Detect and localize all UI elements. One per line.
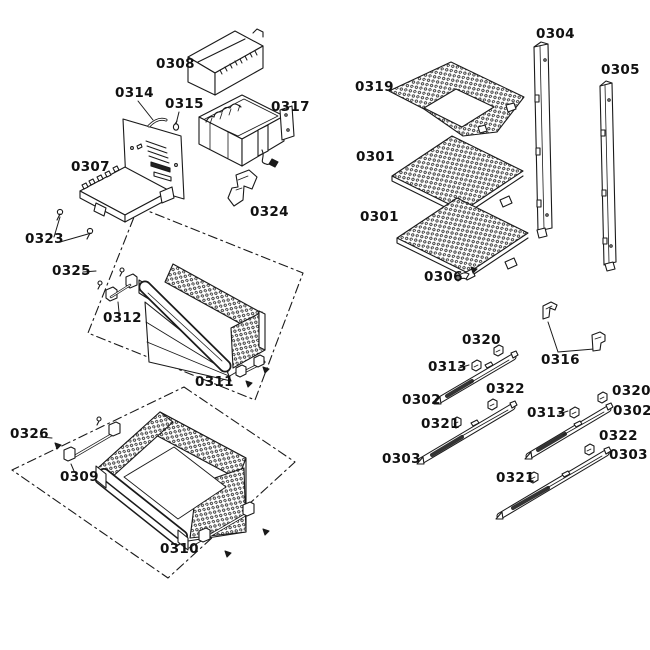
part-ice-maker-0317: [198, 94, 295, 168]
part-rail-0305: [599, 80, 617, 272]
part-label-0319: 0319: [355, 79, 394, 95]
part-label-0316: 0316: [541, 352, 580, 368]
part-pin-0315: [172, 120, 180, 131]
part-slide-clips: [451, 344, 608, 484]
part-tube-0314: [147, 117, 168, 128]
part-label-0326: 0326: [10, 426, 49, 442]
part-label-0321-right: 0321: [496, 470, 535, 486]
part-clips-0312: [97, 267, 138, 302]
part-basket-bottom-0310: [95, 411, 247, 551]
part-shelf-0301-lower: [396, 197, 529, 281]
part-label-0304: 0304: [536, 26, 575, 42]
part-label-0313-right: 0313: [527, 405, 566, 421]
part-label-0312: 0312: [103, 310, 142, 326]
part-label-0301-upper: 0301: [356, 149, 395, 165]
part-label-0303-right: 0303: [609, 447, 648, 463]
part-rail-0310: [198, 501, 270, 558]
part-label-0305: 0305: [601, 62, 640, 78]
part-rail-0309: [54, 416, 121, 462]
part-label-0303-left: 0303: [382, 451, 421, 467]
assembly-boundary-0325: [87, 206, 304, 401]
part-label-0302-right: 0302: [613, 403, 650, 419]
part-slide-rail-0303-left: [416, 400, 518, 465]
part-label-0323: 0323: [25, 231, 64, 247]
part-clips-0316: [542, 301, 606, 352]
part-label-0324: 0324: [250, 204, 289, 220]
part-rail-clips-0311: [235, 354, 270, 388]
part-drawer-middle: [138, 263, 266, 382]
part-label-0321-left: 0321: [421, 416, 460, 432]
part-shelf-0319: [388, 61, 525, 137]
part-label-0320-right: 0320: [612, 383, 650, 399]
part-label-0325: 0325: [52, 263, 91, 279]
part-label-0313-left: 0313: [428, 359, 467, 375]
part-label-0320-left: 0320: [462, 332, 501, 348]
part-label-0315: 0315: [165, 96, 204, 112]
part-clip-0306: [457, 266, 478, 282]
part-label-0322-right: 0322: [599, 428, 638, 444]
part-slide-rail-0303-right: [495, 446, 612, 520]
part-label-0307: 0307: [71, 159, 110, 175]
part-label-0308: 0308: [156, 56, 195, 72]
part-label-0322-left: 0322: [486, 381, 525, 397]
part-mounting-bracket-0307: [79, 118, 185, 223]
part-screws-0323: [56, 208, 94, 240]
part-slide-rail-0302-right: [524, 402, 614, 460]
leader-lines: [39, 100, 595, 549]
part-label-0302-left: 0302: [402, 392, 441, 408]
part-label-0301-lower: 0301: [360, 209, 399, 225]
part-label-0314: 0314: [115, 85, 154, 101]
part-ice-container-0308: [187, 28, 264, 96]
part-slide-rail-0302-left: [433, 350, 519, 405]
part-rail-0304: [533, 41, 553, 239]
part-bracket-0324: [227, 169, 258, 207]
part-label-0309: 0309: [60, 469, 99, 485]
part-label-0310: 0310: [160, 541, 199, 557]
part-label-0317: 0317: [271, 99, 310, 115]
part-label-0311: 0311: [195, 374, 234, 390]
part-label-0306: 0306: [424, 269, 463, 285]
assembly-boundary-0326: [11, 386, 296, 579]
